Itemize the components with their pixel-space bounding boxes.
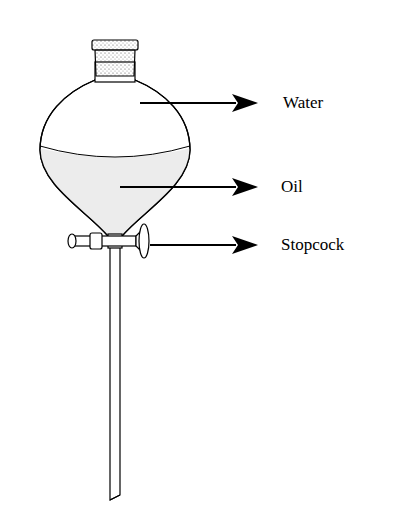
leader-arrows	[120, 94, 258, 254]
stopper	[95, 50, 135, 76]
stopper-top	[92, 40, 138, 50]
oil-label: Oil	[281, 177, 303, 197]
funnel-stem	[110, 246, 120, 500]
oil-layer	[30, 146, 200, 250]
stopcock-label: Stopcock	[281, 235, 344, 255]
water-label: Water	[283, 93, 323, 113]
stopcock	[68, 224, 149, 258]
